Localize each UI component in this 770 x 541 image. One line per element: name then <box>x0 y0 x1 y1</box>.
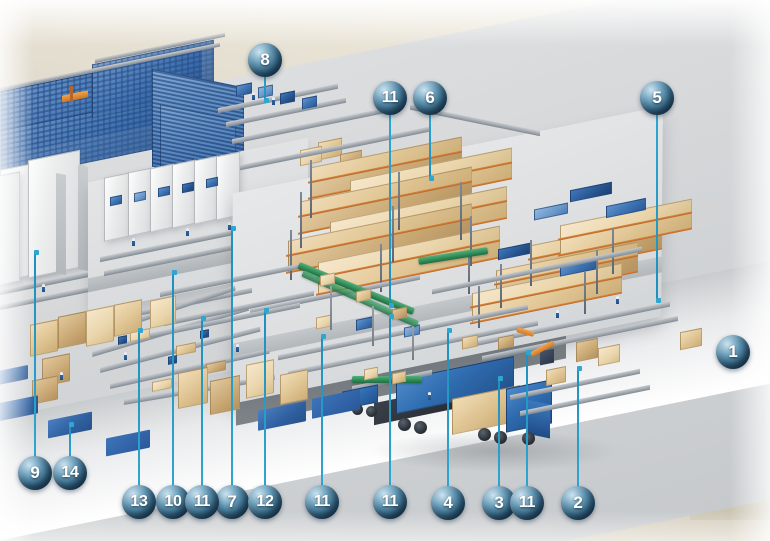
callout-marker-4[interactable]: 4 <box>431 486 465 520</box>
callout-marker-11e[interactable]: 11 <box>510 486 544 520</box>
callout-anchor-10 <box>171 270 177 275</box>
callout-leader-9 <box>34 252 36 458</box>
callout-marker-5[interactable]: 5 <box>640 81 674 115</box>
callout-leader-11 <box>389 316 391 487</box>
callout-anchor-8 <box>263 98 269 103</box>
callout-leader-3 <box>498 378 500 488</box>
callout-marker-7[interactable]: 7 <box>215 485 249 519</box>
callout-anchor-11 <box>388 303 394 308</box>
callout-marker-14[interactable]: 14 <box>53 456 87 490</box>
callout-leader-12 <box>264 310 266 487</box>
callout-anchor-11 <box>388 314 394 319</box>
callout-leader-11 <box>201 318 203 487</box>
callout-leader-10 <box>172 272 174 487</box>
callout-anchor-12 <box>263 308 269 313</box>
callout-marker-11b[interactable]: 11 <box>185 485 219 519</box>
callout-anchor-11 <box>320 334 326 339</box>
callout-leader-7 <box>231 228 233 487</box>
callout-marker-12[interactable]: 12 <box>248 485 282 519</box>
callout-leader-4 <box>447 330 449 488</box>
callout-anchor-14 <box>68 422 74 427</box>
callout-leader-2 <box>577 368 579 488</box>
callout-marker-11a[interactable]: 11 <box>373 81 407 115</box>
callout-anchor-11 <box>525 350 531 355</box>
callout-anchor-5 <box>655 298 661 303</box>
callout-marker-11c[interactable]: 11 <box>305 485 339 519</box>
callout-marker-13[interactable]: 13 <box>122 485 156 519</box>
callout-marker-11d[interactable]: 11 <box>373 485 407 519</box>
callout-anchor-6 <box>428 176 434 181</box>
callout-anchor-9 <box>33 250 39 255</box>
callout-leader-11 <box>389 113 391 305</box>
callout-leader-6 <box>429 113 431 178</box>
callout-marker-8[interactable]: 8 <box>248 43 282 77</box>
callout-marker-9[interactable]: 9 <box>18 456 52 490</box>
callout-leader-8 <box>264 75 266 100</box>
callout-marker-2[interactable]: 2 <box>561 486 595 520</box>
callout-marker-6[interactable]: 6 <box>413 81 447 115</box>
callout-leader-5 <box>656 113 658 300</box>
callout-leader-13 <box>138 330 140 487</box>
callout-anchor-13 <box>137 328 143 333</box>
callout-anchor-7 <box>230 226 236 231</box>
callout-anchor-3 <box>497 376 503 381</box>
callout-anchor-4 <box>446 328 452 333</box>
callout-leader-14 <box>69 424 71 458</box>
callout-leader-11 <box>321 336 323 487</box>
callout-anchor-11 <box>200 316 206 321</box>
callout-leader-11 <box>526 352 528 488</box>
callout-marker-1[interactable]: 1 <box>716 335 750 369</box>
callout-anchor-2 <box>576 366 582 371</box>
